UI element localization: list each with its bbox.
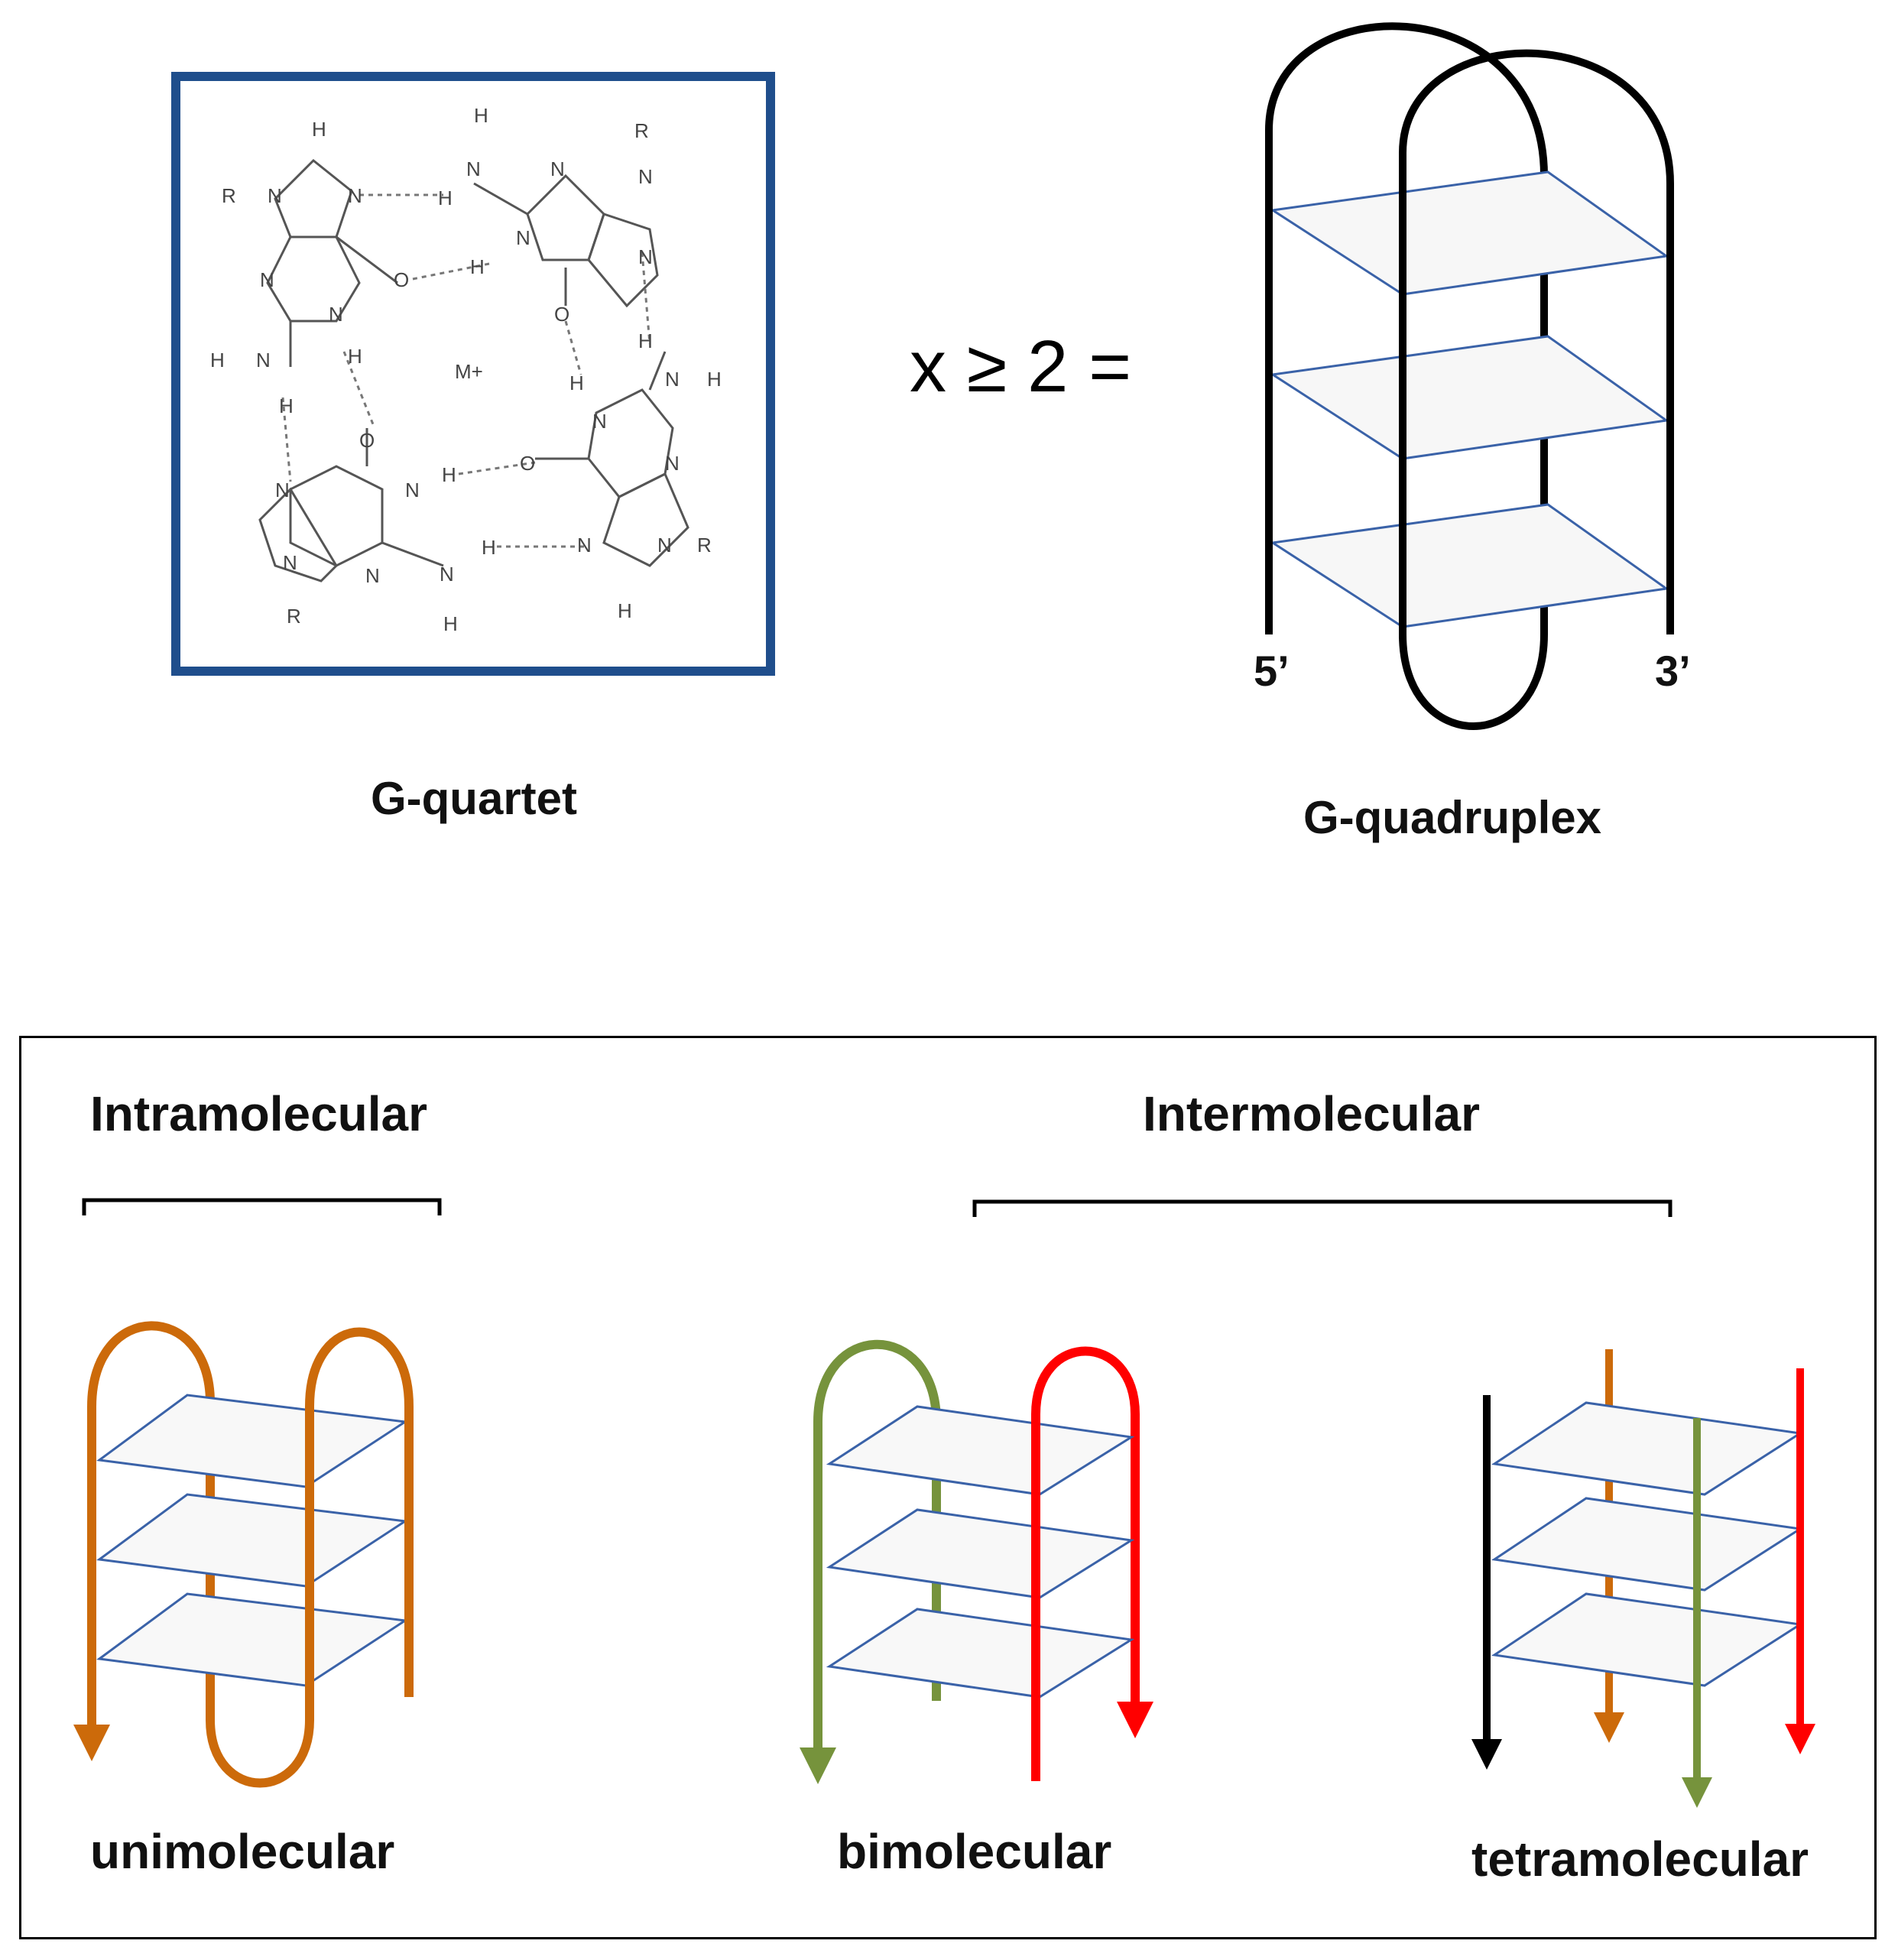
atom-R: R [287, 605, 301, 628]
five-prime-label: 5’ [1254, 647, 1290, 695]
bi-plane-1 [826, 1405, 1135, 1496]
bi-plane-2 [826, 1508, 1135, 1599]
bimolecular-diagram [800, 1339, 1153, 1784]
atom-N: N [348, 184, 362, 207]
hydrogen-bonds [281, 193, 651, 548]
atom-H: H [442, 463, 456, 486]
atom-R: R [634, 119, 649, 142]
atom-H: H [618, 599, 632, 622]
uni-plane-2 [96, 1493, 409, 1588]
tetra-plane-3 [1491, 1592, 1804, 1687]
atom-H: H [438, 187, 453, 209]
atom-H: H [279, 394, 294, 417]
atom-N: N [657, 534, 672, 557]
atom-N: N [592, 410, 607, 433]
atom-O: O [359, 429, 375, 452]
atom-N: N [283, 551, 297, 574]
atom-H: H [474, 104, 488, 127]
g-quadruplex-figure [1265, 22, 1674, 730]
atom-R: R [222, 184, 236, 207]
atom-N: N [665, 452, 680, 475]
tetra-plane-2 [1491, 1497, 1804, 1592]
quadruplex-loop-front [1399, 49, 1674, 634]
unimolecular-label: unimolecular [90, 1824, 395, 1879]
equation-text: x ≥ 2 = [910, 326, 1132, 407]
three-prime-label: 3’ [1655, 647, 1691, 695]
atom-N: N [275, 479, 290, 501]
atom-N: N [516, 226, 530, 249]
quartet-atom-labels: R N H N O N H N N H H H N H R N N N H O … [210, 104, 722, 635]
unimolecular-diagram [73, 1321, 414, 1788]
bi-plane-3 [826, 1608, 1135, 1699]
atom-H: H [348, 345, 362, 368]
atom-H: H [443, 612, 458, 635]
intermolecular-bracket [972, 1199, 1673, 1217]
atom-N: N [665, 368, 680, 391]
intermolecular-header: Intermolecular [1143, 1086, 1481, 1141]
atom-H: H [470, 255, 485, 278]
quadruplex-loop-back [1265, 22, 1548, 634]
atom-N: N [268, 184, 282, 207]
quartet-frame [171, 72, 775, 676]
guanine-bottom-left [258, 428, 444, 582]
atom-O: O [554, 303, 569, 326]
atom-H: H [210, 349, 225, 372]
intramolecular-header: Intramolecular [90, 1086, 428, 1141]
quartet-caption: G-quartet [371, 773, 577, 824]
atom-N: N [260, 268, 274, 291]
uni-plane-3 [96, 1592, 409, 1687]
tetramolecular-diagram [1471, 1349, 1815, 1808]
atom-R: R [697, 534, 712, 557]
atom-H: H [312, 118, 326, 141]
tetra-plane-1 [1491, 1401, 1804, 1496]
g-quartet-structure [258, 158, 689, 582]
atom-O: O [394, 268, 409, 291]
atom-N: N [405, 479, 420, 501]
center-ion: M+ [455, 360, 483, 383]
atom-N: N [577, 534, 592, 557]
atom-N: N [550, 157, 565, 180]
atom-O: O [520, 452, 535, 475]
atom-N: N [638, 165, 653, 188]
atom-N: N [466, 157, 481, 180]
uni-plane-1 [96, 1394, 409, 1488]
atom-H: H [638, 329, 653, 352]
atom-N: N [365, 564, 380, 587]
quadruplex-loop-bottom [1399, 329, 1548, 730]
atom-N: N [638, 245, 653, 268]
atom-N: N [329, 303, 343, 326]
atom-N: N [256, 349, 271, 372]
quadruplex-caption: G-quadruplex [1303, 792, 1602, 843]
atom-H: H [569, 372, 584, 394]
guanine-top-right [473, 174, 659, 308]
topology-panel [19, 1036, 1877, 1939]
tetramolecular-label: tetramolecular [1471, 1832, 1809, 1887]
bimolecular-label: bimolecular [837, 1824, 1112, 1879]
guanine-bottom-right [535, 351, 689, 567]
atom-N: N [440, 563, 454, 586]
guanine-top-left [266, 158, 398, 367]
atom-H: H [707, 368, 722, 391]
atom-H: H [482, 536, 496, 559]
intramolecular-bracket [82, 1198, 442, 1215]
